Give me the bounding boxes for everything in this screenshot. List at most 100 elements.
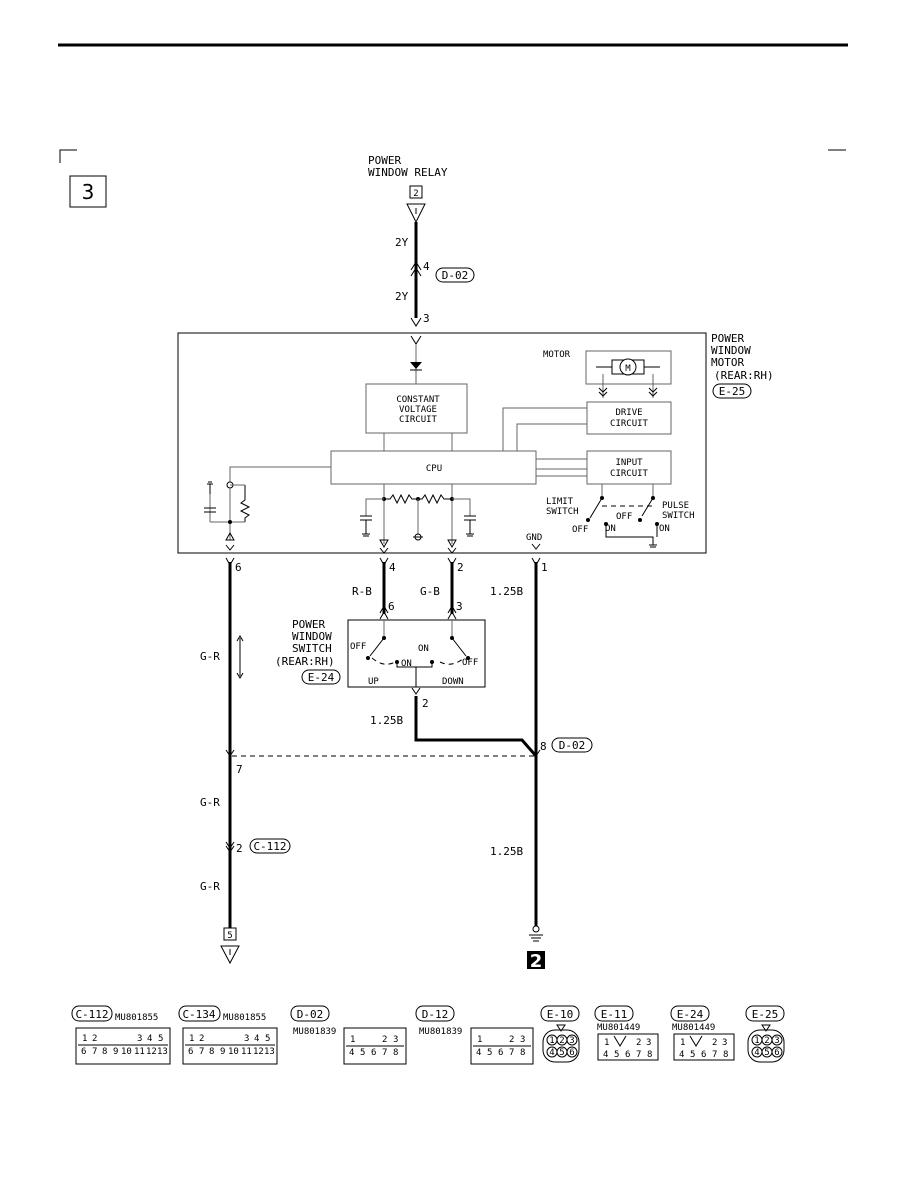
switch-contacts-icon [366, 620, 470, 687]
relay-title-1: POWER [368, 154, 401, 167]
svg-text:1: 1 [82, 1034, 87, 1044]
input-circuit [586, 450, 672, 485]
svg-text:MU801855: MU801855 [115, 1013, 158, 1023]
svg-text:2: 2 [92, 1034, 97, 1044]
svg-text:ON: ON [418, 644, 429, 654]
gnd-label: GND [526, 533, 542, 543]
svg-text:3: 3 [244, 1034, 249, 1044]
svg-text:6: 6 [388, 600, 395, 613]
svg-text:2: 2 [712, 1038, 717, 1048]
pulse-switch-icon [638, 496, 659, 526]
svg-text:1: 1 [754, 1036, 759, 1046]
double-arrow-icon [236, 635, 244, 679]
svg-text:1.25B: 1.25B [370, 714, 403, 727]
svg-text:4: 4 [679, 1050, 684, 1060]
svg-text:SWITCH: SWITCH [292, 642, 332, 655]
relay-terminal-box [409, 185, 423, 199]
svg-text:7: 7 [236, 763, 243, 776]
svg-text:1: 1 [189, 1034, 194, 1044]
motor-label-3: MOTOR [711, 356, 744, 369]
svg-text:MU801449: MU801449 [672, 1023, 715, 1033]
svg-text:C-112: C-112 [253, 840, 286, 853]
svg-text:7: 7 [382, 1048, 387, 1058]
svg-text:8: 8 [393, 1048, 398, 1058]
svg-text:1: 1 [541, 561, 548, 574]
drive-circuit [586, 401, 672, 435]
svg-text:6: 6 [235, 561, 242, 574]
svg-text:G-B: G-B [420, 585, 440, 598]
svg-text:ON: ON [659, 524, 670, 534]
svg-text:D-02: D-02 [559, 739, 586, 752]
svg-text:12: 12 [146, 1047, 157, 1057]
svg-text:2: 2 [764, 1036, 769, 1046]
svg-text:1: 1 [604, 1038, 609, 1048]
svg-text:5: 5 [360, 1048, 365, 1058]
connector-ref-e25 [712, 383, 752, 399]
motor-label-4: (REAR:RH) [714, 369, 774, 382]
svg-text:6: 6 [701, 1050, 706, 1060]
svg-text:D-02: D-02 [442, 269, 469, 282]
svg-text:6: 6 [371, 1048, 376, 1058]
svg-text:G-R: G-R [200, 796, 220, 809]
svg-text:2: 2 [457, 561, 464, 574]
svg-text:G-R: G-R [200, 880, 220, 893]
power-window-motor-unit [177, 332, 707, 554]
legend-e24: E-24 [677, 1008, 704, 1021]
svg-text:OFF: OFF [572, 525, 588, 535]
svg-text:4: 4 [476, 1048, 481, 1058]
svg-text:5: 5 [614, 1050, 619, 1060]
relay-title-2: WINDOW RELAY [368, 166, 448, 179]
svg-text:4: 4 [603, 1050, 608, 1060]
svg-text:2: 2 [199, 1034, 204, 1044]
svg-text:4: 4 [349, 1048, 354, 1058]
svg-text:8: 8 [647, 1050, 652, 1060]
legend-d12: D-12 [422, 1008, 449, 1021]
svg-text:7: 7 [199, 1047, 204, 1057]
svg-text:8: 8 [520, 1048, 525, 1058]
svg-text:5: 5 [158, 1034, 163, 1044]
svg-text:5: 5 [265, 1034, 270, 1044]
svg-text:3: 3 [569, 1036, 574, 1046]
svg-text:5: 5 [227, 931, 232, 941]
svg-text:1.25B: 1.25B [490, 845, 523, 858]
svg-text:MU801855: MU801855 [223, 1013, 266, 1023]
motor-label-2: WINDOW [711, 344, 751, 357]
corner-mark-left [59, 149, 77, 163]
legend-d02: D-02 [297, 1008, 324, 1021]
ground-icon [529, 925, 543, 942]
svg-text:7: 7 [636, 1050, 641, 1060]
svg-text:CIRCUIT: CIRCUIT [610, 469, 649, 479]
svg-text:CIRCUIT: CIRCUIT [399, 415, 438, 425]
svg-text:2: 2 [559, 1036, 564, 1046]
svg-text:OFF: OFF [616, 512, 632, 522]
legend-e25: E-25 [752, 1008, 779, 1021]
legend-e11: E-11 [601, 1008, 628, 1021]
svg-text:ON: ON [401, 659, 412, 669]
svg-text:CIRCUIT: CIRCUIT [610, 419, 649, 429]
svg-text:MU801449: MU801449 [597, 1023, 640, 1033]
svg-text:4: 4 [549, 1048, 554, 1058]
connector-ref-d02 [435, 267, 475, 283]
svg-text:CONSTANT: CONSTANT [396, 395, 440, 405]
svg-text:11: 11 [241, 1047, 252, 1057]
svg-text:POWER: POWER [292, 618, 325, 631]
svg-text:M: M [625, 364, 631, 374]
relay-terminal: 2 [413, 189, 418, 199]
svg-text:8: 8 [540, 740, 547, 753]
svg-text:1: 1 [549, 1036, 554, 1046]
svg-text:2: 2 [422, 697, 429, 710]
svg-text:6: 6 [625, 1050, 630, 1060]
connector-ref-c112 [249, 838, 291, 854]
legend-e10: E-10 [547, 1008, 574, 1021]
svg-text:5: 5 [559, 1048, 564, 1058]
svg-text:E-24: E-24 [308, 671, 335, 684]
svg-text:7: 7 [712, 1050, 717, 1060]
motor-box [585, 350, 672, 385]
relay-connector-triangle [406, 203, 426, 224]
svg-text:13: 13 [157, 1047, 168, 1057]
svg-text:2: 2 [530, 951, 543, 972]
svg-text:5: 5 [764, 1048, 769, 1058]
ground-badge [527, 951, 545, 969]
svg-text:5: 5 [487, 1048, 492, 1058]
top-pin-4: 4 [423, 260, 430, 273]
